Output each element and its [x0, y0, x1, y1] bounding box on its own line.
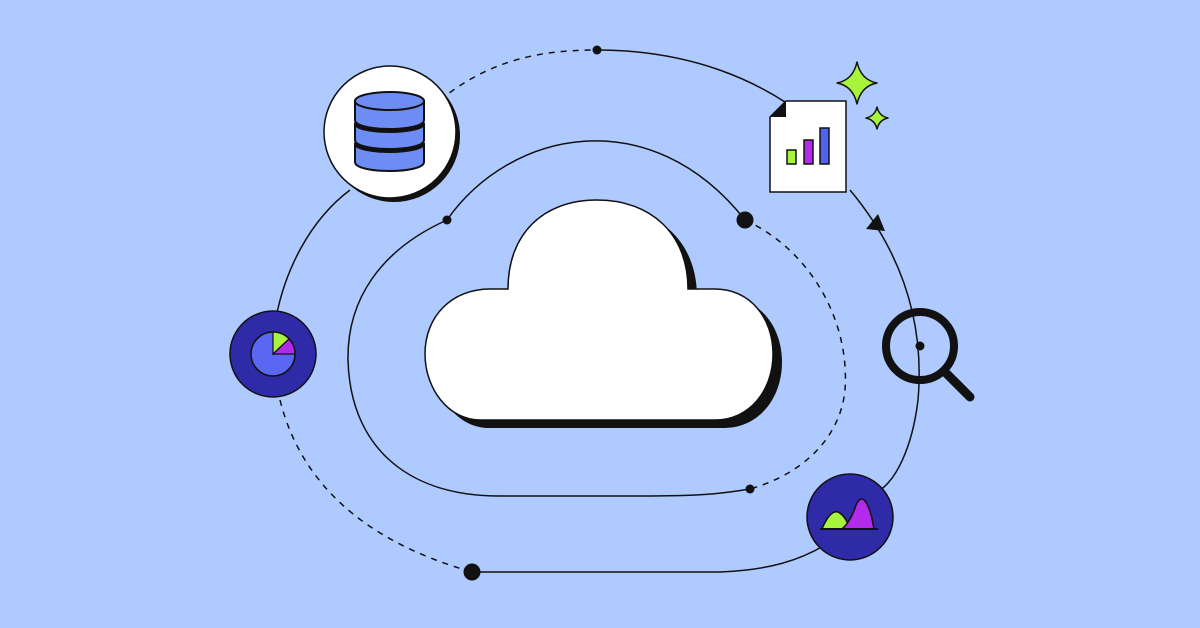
- sparkle-icon: [836, 61, 889, 130]
- report-bar: [819, 127, 830, 165]
- orbit-node: [463, 563, 481, 581]
- direction-arrow-icon: [866, 214, 885, 231]
- orbit-node: [592, 45, 602, 55]
- orbit-nodes: [442, 45, 755, 581]
- report-bar: [786, 149, 797, 165]
- orbit-node: [745, 484, 755, 494]
- orbit-node: [736, 211, 754, 229]
- inner-orbit: [347, 140, 847, 497]
- distribution-chart-badge: [806, 473, 894, 561]
- magnifier-icon: [882, 308, 975, 402]
- pie-chart-badge: [229, 310, 317, 398]
- distribution-chart-icon: [820, 498, 878, 530]
- database-badge: [323, 65, 460, 202]
- database-icon: [354, 91, 425, 172]
- orbit-node: [442, 215, 452, 225]
- report-bar: [803, 139, 814, 165]
- report-chart-icon: [769, 100, 847, 193]
- cloud-icon: [424, 199, 782, 428]
